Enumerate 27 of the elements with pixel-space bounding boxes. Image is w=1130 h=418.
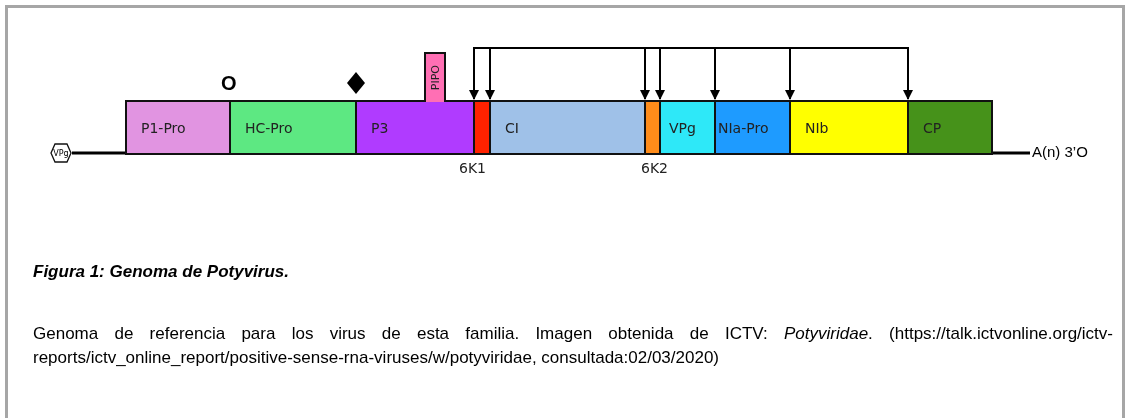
vpg-hexagon: VPg <box>50 143 72 163</box>
cleavage-arrow <box>485 47 495 100</box>
cleavage-arrow <box>655 47 665 100</box>
bracket-line <box>472 47 910 49</box>
cleavage-arrow <box>903 47 913 100</box>
gene-segment: VPg <box>659 100 716 155</box>
gene-segment: HC-Pro <box>229 100 357 155</box>
poly-a-tail-label: A(n) 3’O <box>1032 143 1088 160</box>
segment-label: PIPO <box>428 65 442 91</box>
cleavage-arrow <box>640 47 650 100</box>
segment-label: 6K2 <box>641 160 668 176</box>
cleavage-arrow <box>785 47 795 100</box>
gene-segment: NIb <box>789 100 909 155</box>
genome-line <box>993 151 1030 155</box>
segment-label: 6K1 <box>459 160 486 176</box>
cleavage-arrow <box>469 47 479 100</box>
gene-segment: CP <box>907 100 993 155</box>
cleavage-arrow <box>710 47 720 100</box>
gene-segment: CI <box>489 100 646 155</box>
gene-segment: P1-Pro <box>125 100 231 155</box>
gene-segment: P3 <box>355 100 475 155</box>
gene-segment <box>424 52 446 102</box>
site-marker: O <box>221 72 237 95</box>
figure-caption: Genoma de referencia para los virus de esta familia. Imagen obtenida de ICTV: Potyviridae. (https://talk.ictvonline.org/ictv-reports/ictv_online_report/positive-sense-rna-viruses/w/potyviridae, consultada:02/03/2020) <box>33 323 1113 369</box>
genome-line <box>72 151 125 155</box>
figure-title: Figura 1: Genoma de Potyvirus. <box>33 262 289 282</box>
gene-segment: NIa-Pro <box>714 100 791 155</box>
